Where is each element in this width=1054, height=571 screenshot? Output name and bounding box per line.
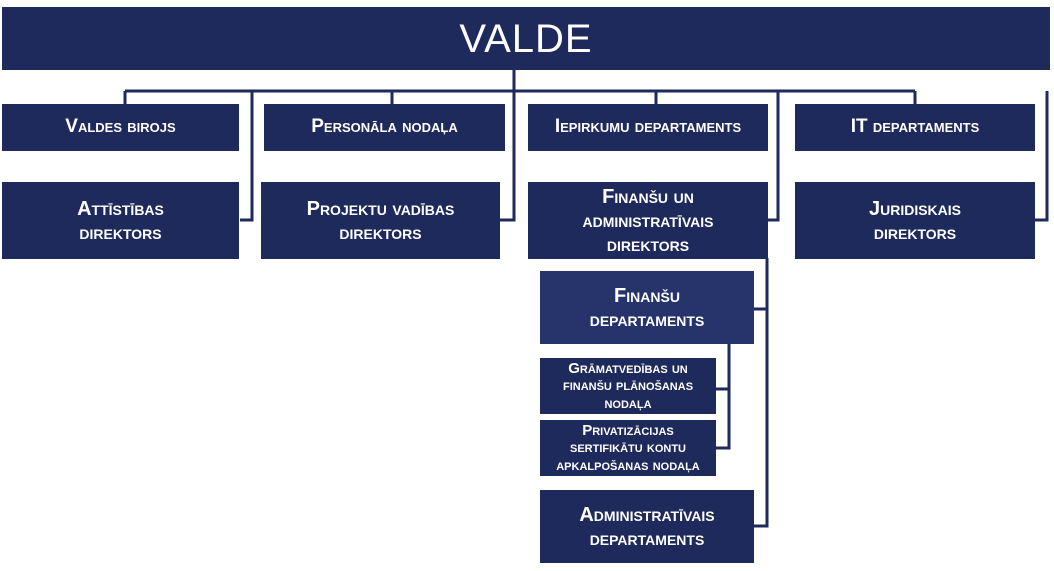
- dept-label: IT departaments: [850, 116, 980, 138]
- dept-it-departaments: IT departaments: [795, 104, 1035, 151]
- gramatvedibas-nodala: Grāmatvedības un finanšu plānošanas noda…: [540, 358, 716, 414]
- dept-label: Personāla nodaļa: [311, 116, 458, 138]
- department-label: Finanšu departaments: [589, 284, 705, 331]
- link-projektu: [500, 91, 516, 222]
- dept-personala-nodala: Personāla nodaļa: [264, 104, 505, 151]
- director-label: Projektu vadības direktors: [306, 197, 455, 244]
- administrativais-departaments: Administratīvais departaments: [540, 490, 754, 563]
- privatizacijas-nodala: Privatizācijas sertifikātu kontu apkalpo…: [540, 420, 716, 476]
- director-finansu-administrativais: Finanšu un administratīvais direktors: [528, 182, 768, 259]
- finansu-departaments: Finanšu departaments: [540, 271, 754, 344]
- dept-label: Valdes birojs: [65, 116, 176, 138]
- link-attistibas: [240, 91, 254, 222]
- link-finance-subtree: [754, 258, 769, 528]
- root-label: VALDE: [459, 16, 593, 61]
- root-box-valde: VALDE: [2, 7, 1050, 70]
- dept-valdes-birojs: Valdes birojs: [2, 104, 239, 151]
- director-juridiskais: Juridiskais direktors: [795, 182, 1035, 259]
- link-finance-units: [716, 343, 731, 450]
- unit-label: Grāmatvedības un finanšu plānošanas noda…: [562, 360, 694, 412]
- department-label: Administratīvais departaments: [579, 503, 715, 550]
- link-finansu-admin: [768, 91, 780, 222]
- director-label: Finanšu un administratīvais direktors: [582, 185, 714, 256]
- link-juridiskais: [1035, 91, 1049, 222]
- dept-label: Iepirkumu departaments: [554, 116, 742, 138]
- dept-iepirkumu-departaments: Iepirkumu departaments: [528, 104, 768, 151]
- director-projektu-vadibas: Projektu vadības direktors: [261, 182, 500, 259]
- director-label: Juridiskais direktors: [868, 197, 962, 244]
- director-attistibas: Attīstības direktors: [2, 182, 239, 259]
- unit-label: Privatizācijas sertifikātu kontu apkalpo…: [556, 422, 700, 474]
- director-label: Attīstības direktors: [77, 197, 164, 244]
